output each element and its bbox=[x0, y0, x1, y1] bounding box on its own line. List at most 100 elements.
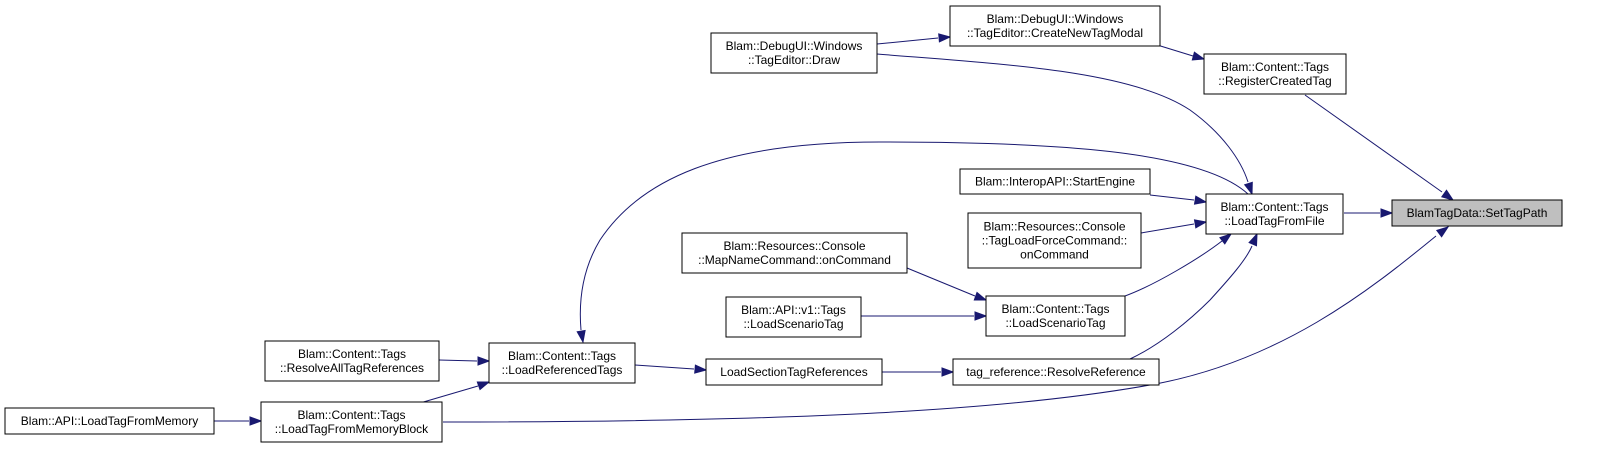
arrowhead bbox=[1243, 181, 1253, 196]
edge-line bbox=[438, 359, 478, 362]
arrowhead bbox=[938, 33, 952, 43]
node-label-line: Blam::Content::Tags bbox=[508, 349, 616, 363]
edge-load-tag-from-memory-block-to-set-tag-path bbox=[442, 226, 1450, 423]
node-label-line: Blam::API::v1::Tags bbox=[741, 303, 846, 317]
node-resolve-reference[interactable]: tag_reference::ResolveReference bbox=[952, 358, 1160, 386]
edge-line bbox=[579, 141, 1249, 331]
edge-line bbox=[906, 267, 976, 297]
node-tag-load-force-command[interactable]: Blam::Resources::Console::TagLoadForceCo… bbox=[967, 212, 1142, 269]
node-label-line: LoadSectionTagReferences bbox=[720, 365, 867, 379]
node-label-line: ::LoadScenarioTag bbox=[1005, 316, 1105, 330]
node-box bbox=[1203, 53, 1347, 95]
arrowhead bbox=[973, 291, 988, 301]
edge-line bbox=[1304, 94, 1443, 193]
edge-load-section-tag-references-to-resolve-reference bbox=[882, 367, 955, 377]
node-box bbox=[4, 407, 215, 435]
edge-api-load-scenario-tag-to-load-scenario-tag bbox=[861, 311, 988, 321]
arrowhead bbox=[694, 364, 708, 374]
node-label-line: ::LoadTagFromMemoryBlock bbox=[275, 422, 429, 436]
node-label-line: ::LoadScenarioTag bbox=[743, 317, 843, 331]
node-label-line: Blam::DebugUI::Windows bbox=[987, 12, 1124, 26]
node-label-line: Blam::API::LoadTagFromMemory bbox=[21, 414, 198, 428]
node-box bbox=[705, 358, 883, 386]
node-label-line: Blam::Content::Tags bbox=[297, 408, 405, 422]
edge-load-tag-from-memory-block-to-load-referenced-tags bbox=[419, 381, 491, 404]
node-load-scenario-tag[interactable]: Blam::Content::Tags::LoadScenarioTag bbox=[985, 295, 1126, 337]
node-box bbox=[952, 358, 1160, 386]
edge-load-tag-from-file-to-set-tag-path bbox=[1344, 208, 1394, 218]
node-label-line: onCommand bbox=[1020, 248, 1089, 262]
node-api-load-tag-from-memory[interactable]: Blam::API::LoadTagFromMemory bbox=[4, 407, 215, 435]
arrowhead bbox=[1380, 208, 1394, 218]
node-tag-editor-draw[interactable]: Blam::DebugUI::Windows::TagEditor::Draw bbox=[710, 32, 878, 74]
node-box bbox=[725, 296, 862, 338]
node-label-line: Blam::Content::Tags bbox=[1001, 302, 1109, 316]
node-box bbox=[949, 5, 1161, 47]
arrowhead bbox=[476, 381, 491, 391]
node-box bbox=[260, 401, 443, 443]
node-box bbox=[1205, 193, 1344, 235]
node-load-section-tag-references[interactable]: LoadSectionTagReferences bbox=[705, 358, 883, 386]
node-load-referenced-tags[interactable]: Blam::Content::Tags::LoadReferencedTags bbox=[488, 342, 636, 384]
edge-line bbox=[876, 53, 1249, 183]
node-label-line: Blam::DebugUI::Windows bbox=[726, 39, 863, 53]
node-load-tag-from-memory-block[interactable]: Blam::Content::Tags::LoadTagFromMemoryBl… bbox=[260, 401, 443, 443]
edge-tag-load-force-command-to-load-tag-from-file bbox=[1140, 219, 1208, 234]
edge-map-name-command-to-load-scenario-tag bbox=[906, 267, 988, 301]
node-box bbox=[681, 232, 908, 274]
graph-edges bbox=[214, 33, 1455, 426]
edge-line bbox=[1124, 240, 1223, 297]
node-label-line: Blam::Resources::Console bbox=[723, 239, 865, 253]
node-resolve-all-tag-references[interactable]: Blam::Content::Tags::ResolveAllTagRefere… bbox=[264, 340, 440, 382]
edge-api-load-tag-from-memory-to-load-tag-from-memory-block bbox=[214, 416, 263, 426]
arrowhead bbox=[1435, 226, 1450, 238]
node-label-line: ::LoadTagFromFile bbox=[1224, 214, 1324, 228]
node-create-new-tag-modal[interactable]: Blam::DebugUI::Windows::TagEditor::Creat… bbox=[949, 5, 1161, 47]
edge-load-tag-from-file-to-load-referenced-tags bbox=[576, 141, 1249, 344]
node-box bbox=[264, 340, 440, 382]
node-label-line: ::TagEditor::CreateNewTagModal bbox=[967, 26, 1143, 40]
edge-start-engine-to-load-tag-from-file bbox=[1149, 194, 1208, 205]
node-label-line: Blam::Content::Tags bbox=[298, 347, 406, 361]
arrowhead bbox=[1440, 189, 1455, 201]
arrowhead bbox=[974, 311, 988, 321]
node-register-created-tag[interactable]: Blam::Content::Tags::RegisterCreatedTag bbox=[1203, 53, 1347, 95]
edge-load-referenced-tags-to-load-section-tag-references bbox=[634, 364, 708, 374]
node-box bbox=[1391, 199, 1563, 227]
node-label-line: ::TagEditor::Draw bbox=[748, 53, 840, 67]
node-box bbox=[710, 32, 878, 74]
edge-line bbox=[442, 235, 1437, 423]
arrowhead bbox=[1219, 233, 1233, 245]
node-api-load-scenario-tag[interactable]: Blam::API::v1::Tags::LoadScenarioTag bbox=[725, 296, 862, 338]
node-load-tag-from-file[interactable]: Blam::Content::Tags::LoadTagFromFile bbox=[1205, 193, 1344, 235]
edge-resolve-reference-to-load-tag-from-file bbox=[1129, 232, 1258, 360]
node-box bbox=[985, 295, 1126, 337]
arrowhead bbox=[249, 416, 263, 426]
edge-line bbox=[1129, 245, 1253, 360]
edge-create-new-tag-modal-to-register-created-tag bbox=[1153, 43, 1206, 61]
node-label-line: BlamTagData::SetTagPath bbox=[1407, 206, 1548, 220]
node-label-line: Blam::InteropAPI::StartEngine bbox=[975, 175, 1135, 189]
node-box bbox=[959, 168, 1151, 195]
arrowhead bbox=[477, 356, 491, 366]
node-label-line: tag_reference::ResolveReference bbox=[966, 365, 1146, 379]
node-label-line: ::MapNameCommand::onCommand bbox=[698, 253, 891, 267]
node-label-line: ::LoadReferencedTags bbox=[502, 363, 623, 377]
edge-resolve-all-tag-references-to-load-referenced-tags bbox=[438, 356, 491, 366]
arrowhead bbox=[1193, 219, 1208, 229]
node-map-name-command[interactable]: Blam::Resources::Console::MapNameCommand… bbox=[681, 232, 908, 274]
edge-line bbox=[419, 385, 479, 404]
node-label-line: ::RegisterCreatedTag bbox=[1218, 74, 1331, 88]
node-start-engine[interactable]: Blam::InteropAPI::StartEngine bbox=[959, 168, 1151, 195]
node-label-line: Blam::Content::Tags bbox=[1220, 200, 1328, 214]
edge-line bbox=[1149, 194, 1195, 201]
node-set-tag-path[interactable]: BlamTagData::SetTagPath bbox=[1391, 199, 1563, 227]
node-label-line: ::TagLoadForceCommand:: bbox=[982, 234, 1127, 248]
edge-register-created-tag-to-set-tag-path bbox=[1304, 94, 1455, 201]
edge-line bbox=[876, 37, 939, 45]
edge-line bbox=[634, 364, 695, 370]
edge-line bbox=[1140, 223, 1195, 234]
node-box bbox=[488, 342, 636, 384]
arrowhead bbox=[1193, 195, 1208, 205]
